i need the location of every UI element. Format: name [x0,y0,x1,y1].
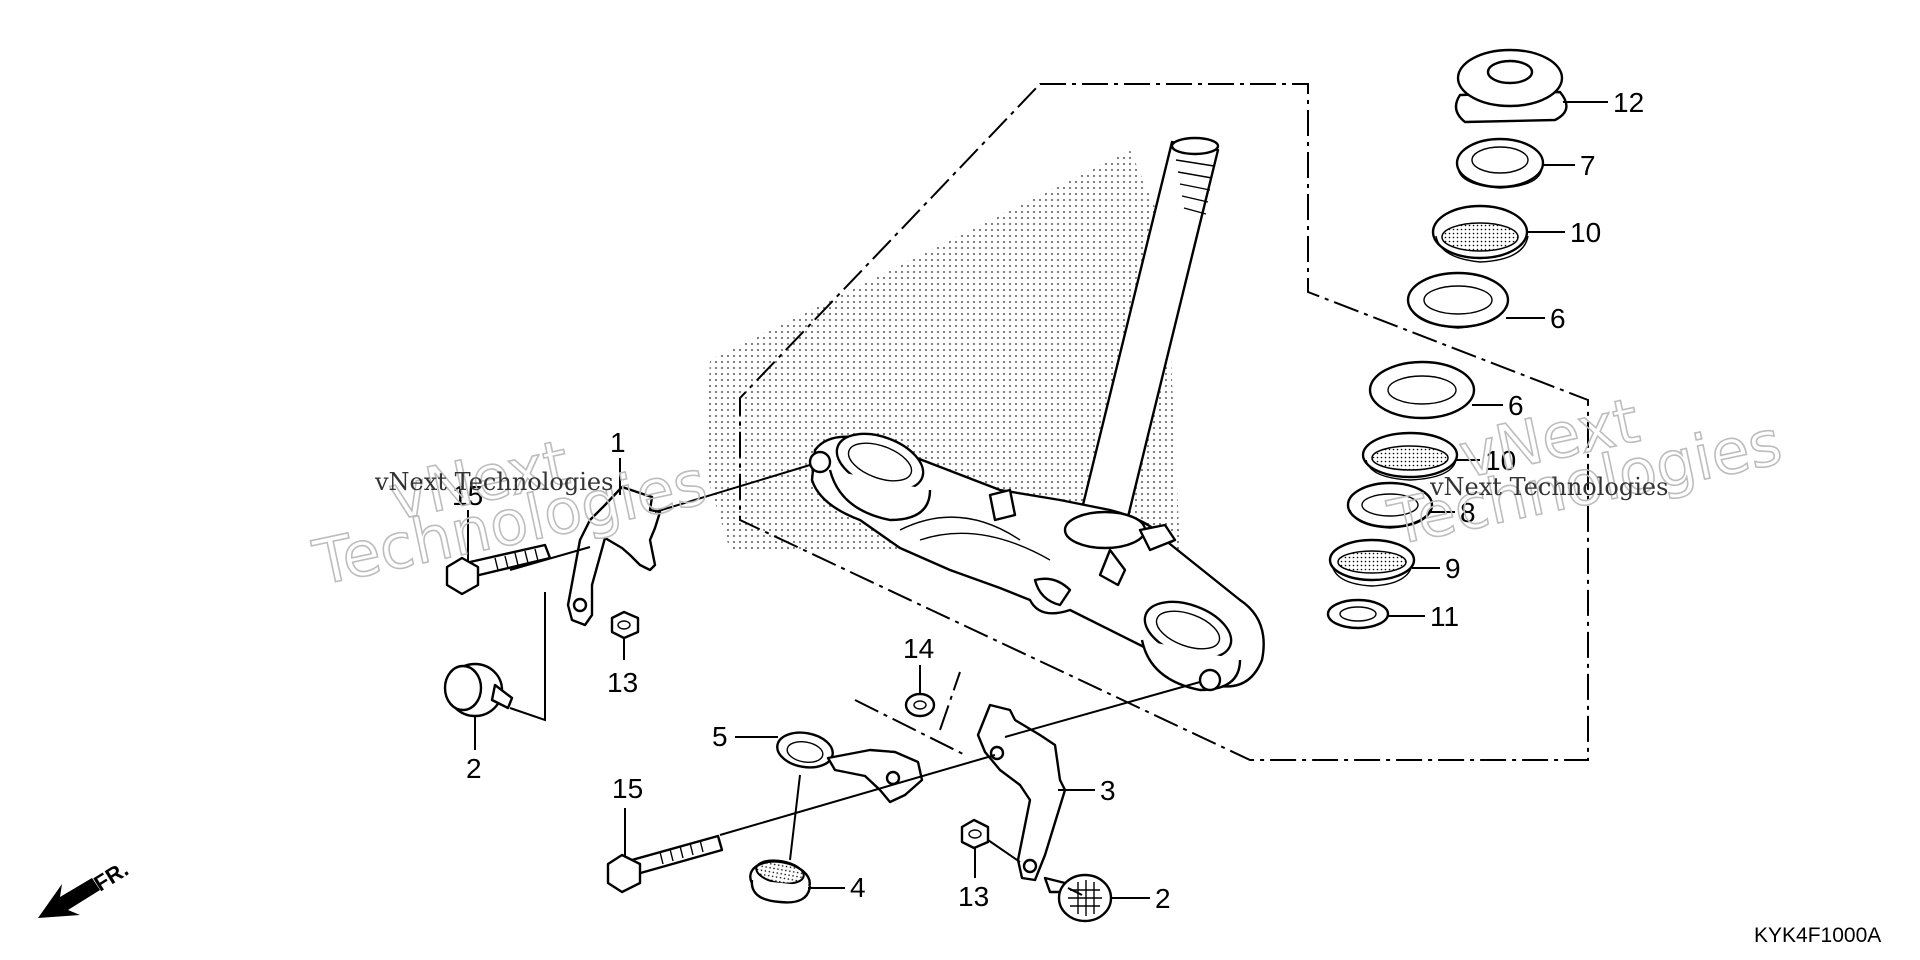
callout-2-right: 2 [1155,883,1171,914]
callout-1: 1 [610,427,626,458]
callout-5: 5 [712,721,728,752]
clamp-part-5 [776,731,924,804]
callout-6-lower: 6 [1508,390,1524,421]
watermark-line-right: vNext Technologies [1429,473,1668,501]
callout-8: 8 [1460,497,1476,528]
callout-13-upper: 13 [607,667,638,698]
callout-3: 3 [1100,775,1116,806]
nut-part-13-upper [610,610,640,640]
callout-4: 4 [850,872,866,903]
callout-2-left: 2 [466,753,482,784]
grommet-part-4 [749,859,812,904]
lower-bearing-stack [1326,360,1476,630]
watermark-line-left: vNext Technologies [374,468,613,496]
steering-stem [808,136,1265,692]
callout-10-lower: 10 [1485,445,1516,476]
bracket-part-3 [976,703,1067,882]
bracket-part-1 [566,485,662,627]
callout-15-lower: 15 [612,773,643,804]
callout-7: 7 [1580,150,1596,181]
diagram-code: KYK4F1000A [1754,924,1881,947]
bolt-part-15-lower [606,834,724,894]
nut-part-13-lower [960,818,990,850]
callout-14: 14 [903,633,934,664]
callout-11: 11 [1430,601,1459,632]
leader-lines [467,101,1608,899]
callout-10-upper: 10 [1570,217,1601,248]
callout-12: 12 [1613,87,1644,118]
callout-9: 9 [1445,553,1461,584]
callout-6-upper: 6 [1550,303,1566,334]
callout-15-upper: 15 [452,480,483,511]
assembly-boundary-frame [739,83,1589,761]
collar-part-14 [904,692,936,718]
callout-labels: 1 15 13 2 14 5 15 4 13 3 2 12 7 10 6 6 1… [452,87,1644,914]
grommet-part-2-right [1043,873,1113,923]
watermark-left: vNext Technologies vNext Technologies [306,425,713,601]
upper-bearing-stack [1406,48,1568,329]
grommet-part-2-left [443,662,514,718]
callout-13-lower: 13 [958,881,989,912]
front-direction-arrow: FR. [38,856,133,918]
